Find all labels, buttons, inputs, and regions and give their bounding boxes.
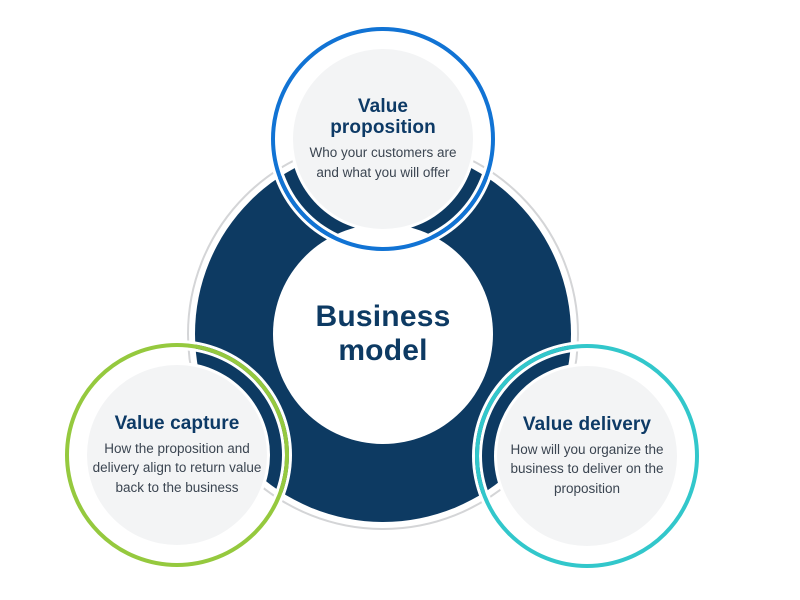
value-capture-fill: Value capture How the proposition and de… bbox=[87, 365, 267, 545]
node-value-proposition: Value proposition Who your customers are… bbox=[271, 27, 495, 251]
value-capture-description: How the proposition and delivery align t… bbox=[92, 440, 262, 495]
value-delivery-ring bbox=[475, 344, 699, 568]
node-value-capture: Value capture How the proposition and de… bbox=[65, 343, 289, 567]
value-delivery-fill: Value delivery How will you organize the… bbox=[497, 366, 677, 546]
value-delivery-title: Value delivery bbox=[522, 413, 652, 435]
diagram-title: Business model bbox=[315, 299, 451, 368]
value-capture-title: Value capture bbox=[114, 412, 240, 434]
value-proposition-ring bbox=[271, 27, 495, 251]
value-delivery-description: How will you organize the business to de… bbox=[510, 441, 664, 496]
value-proposition-fill: Value proposition Who your customers are… bbox=[293, 49, 473, 229]
value-proposition-description: Who your customers are and what you will… bbox=[309, 145, 457, 180]
value-proposition-title: Value proposition bbox=[330, 95, 436, 138]
node-value-delivery: Value delivery How will you organize the… bbox=[475, 344, 699, 568]
value-capture-ring bbox=[65, 343, 289, 567]
center-circle: Business model bbox=[273, 224, 493, 444]
